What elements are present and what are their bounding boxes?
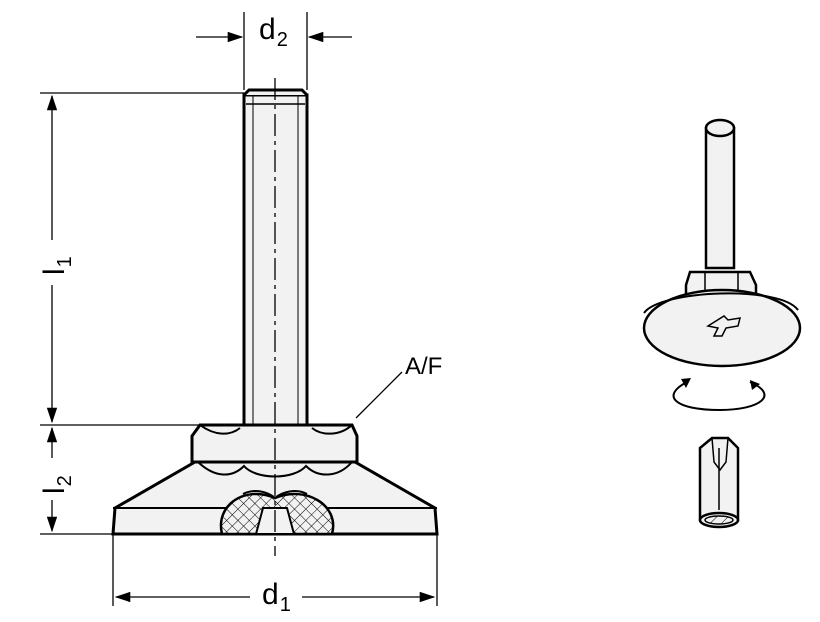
- dimension-l2: [40, 426, 113, 535]
- label-l1: l1: [38, 256, 76, 275]
- af-leader-line: [355, 371, 403, 419]
- isometric-foot: [642, 118, 802, 368]
- label-d1: d1: [262, 578, 291, 616]
- label-l1-sub: 1: [54, 256, 76, 268]
- ball-joint-section: [219, 490, 335, 536]
- dimension-d1: [112, 534, 438, 606]
- label-d2: d2: [259, 13, 288, 51]
- rotation-arrows: [672, 378, 766, 412]
- dimension-l1: [40, 92, 244, 426]
- label-l2: l2: [38, 475, 76, 494]
- label-l2-main: l: [38, 487, 71, 494]
- label-d2-main: d: [259, 13, 276, 46]
- hex-key-bit: [698, 436, 740, 529]
- label-d1-main: d: [262, 578, 279, 611]
- label-l1-main: l: [38, 268, 71, 275]
- label-af: A/F: [405, 353, 443, 380]
- dimension-d2: [196, 12, 352, 90]
- label-d1-sub: 1: [279, 594, 291, 616]
- label-d2-sub: 2: [276, 29, 288, 51]
- label-l2-sub: 2: [54, 475, 76, 487]
